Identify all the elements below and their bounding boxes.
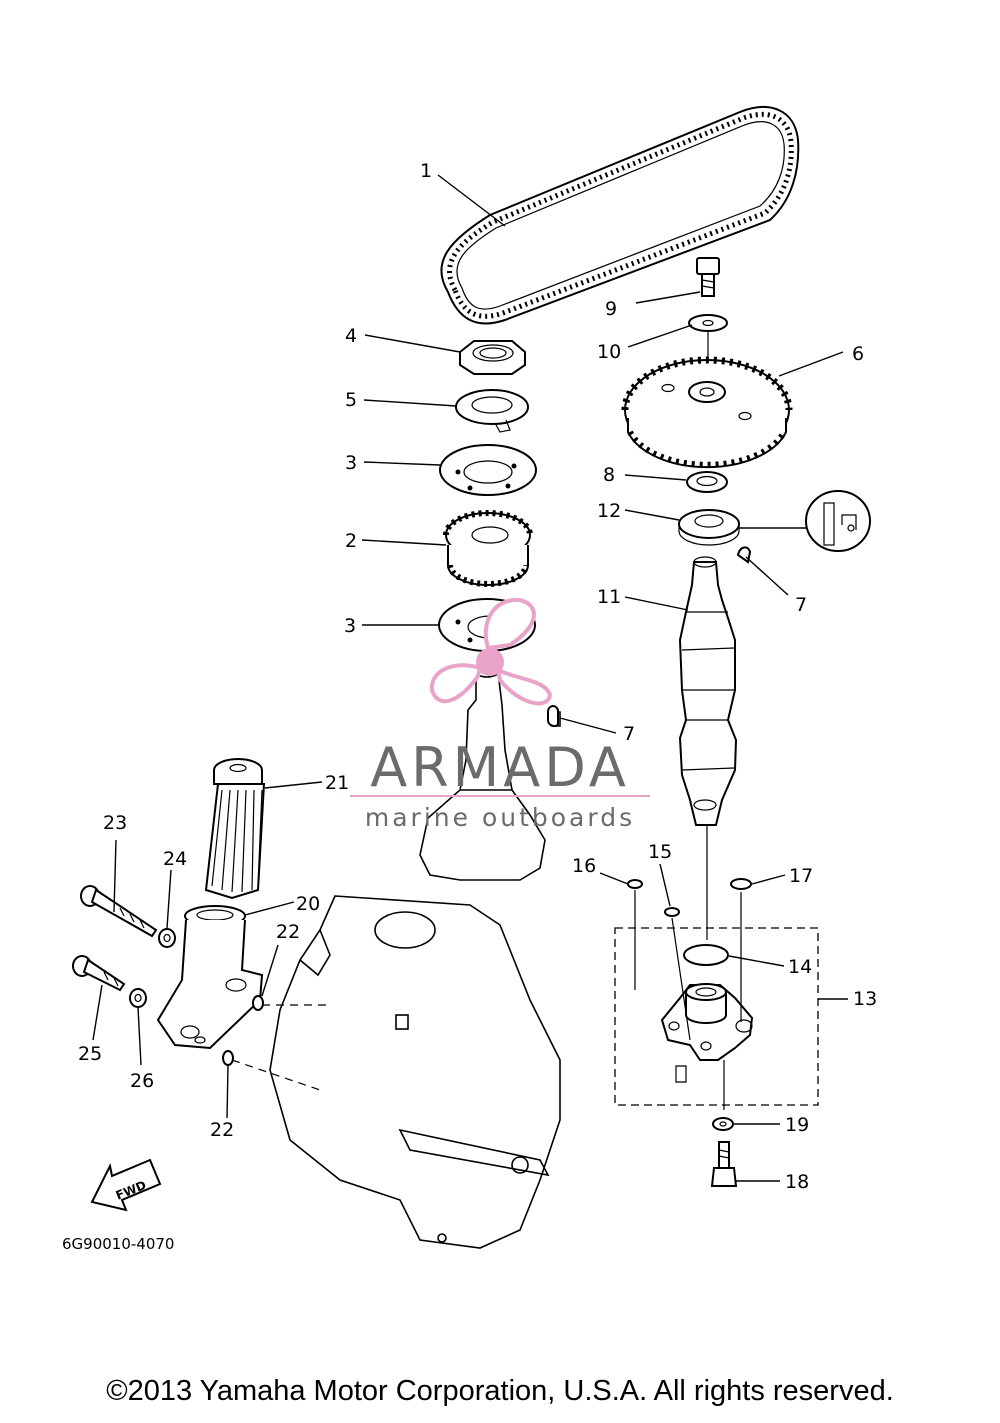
- callout-3-lower: 3: [344, 615, 356, 637]
- cam-pulley-6: [621, 356, 793, 469]
- fwd-arrow-icon: FWD: [90, 1158, 162, 1212]
- crank-gear-2: [443, 510, 533, 587]
- diagram-code: 6G90010-4070: [62, 1235, 174, 1253]
- lock-washer-5: [455, 389, 529, 433]
- callout-1: 1: [420, 160, 432, 182]
- copyright-notice: ©2013 Yamaha Motor Corporation, U.S.A. A…: [106, 1375, 894, 1407]
- oil-filter-21: [204, 758, 266, 900]
- bolt-18: [710, 1141, 738, 1187]
- washer-8: [686, 471, 728, 493]
- timing-belt: [440, 106, 800, 325]
- callout-26: 26: [130, 1070, 154, 1092]
- callout-17: 17: [789, 865, 813, 887]
- plate-3-upper: [439, 444, 537, 496]
- callout-16: 16: [572, 855, 596, 877]
- bolt-23: [80, 885, 158, 938]
- camshaft-11: [678, 556, 738, 826]
- o-ring-16: [627, 879, 643, 889]
- o-ring-15: [664, 907, 680, 917]
- filter-housing-20: [156, 905, 264, 1050]
- callout-7-lower: 7: [623, 723, 635, 745]
- callout-22-lower: 22: [210, 1119, 234, 1141]
- washer-19: [712, 1117, 734, 1131]
- callout-5: 5: [345, 389, 357, 411]
- callout-25: 25: [78, 1043, 102, 1065]
- leader-lines: [92, 174, 848, 1182]
- washer-26: [129, 988, 147, 1008]
- washer-10: [688, 314, 728, 332]
- callout-18: 18: [785, 1171, 809, 1193]
- callout-3-upper: 3: [345, 452, 357, 474]
- grease-symbol-icon: [805, 490, 871, 552]
- watermark-brand: ARMADA: [370, 736, 630, 799]
- o-ring-17: [730, 878, 752, 890]
- key-7-lower: [547, 705, 559, 728]
- bolt-9: [696, 257, 720, 297]
- callout-15: 15: [648, 841, 672, 863]
- o-ring-22-lower: [222, 1050, 234, 1066]
- callout-24: 24: [163, 848, 187, 870]
- oil-seal-12: [678, 509, 806, 546]
- armada-watermark: ARMADA marine outboards: [350, 597, 650, 832]
- callout-11: 11: [597, 586, 621, 608]
- callout-13: 13: [853, 988, 877, 1010]
- callout-6: 6: [852, 343, 864, 365]
- callout-2: 2: [345, 530, 357, 552]
- callout-22-upper: 22: [276, 921, 300, 943]
- callout-7-upper: 7: [795, 594, 807, 616]
- callout-4: 4: [345, 325, 357, 347]
- callout-10: 10: [597, 341, 621, 363]
- callout-20: 20: [296, 893, 320, 915]
- engine-block-reference: [231, 895, 561, 1249]
- callout-14: 14: [788, 956, 812, 978]
- callout-9: 9: [605, 298, 617, 320]
- oil-pump-group-box: [614, 927, 819, 1106]
- propeller-logo-icon: [429, 597, 553, 706]
- bolt-25: [72, 955, 126, 992]
- callout-21: 21: [325, 772, 349, 794]
- o-ring-14: [683, 944, 729, 966]
- washer-24: [158, 928, 176, 948]
- watermark-tagline: marine outboards: [365, 803, 635, 832]
- oil-pump-13: [660, 983, 754, 1083]
- callout-numbers: 1 9 10 6 4 5 3 2 3 8 12 7 11 7 21 23 24 …: [78, 160, 877, 1193]
- callout-8: 8: [603, 464, 615, 486]
- callout-23: 23: [103, 812, 127, 834]
- nut-4: [459, 340, 526, 375]
- callout-19: 19: [785, 1114, 809, 1136]
- callout-12: 12: [597, 500, 621, 522]
- o-ring-22-upper: [252, 995, 264, 1011]
